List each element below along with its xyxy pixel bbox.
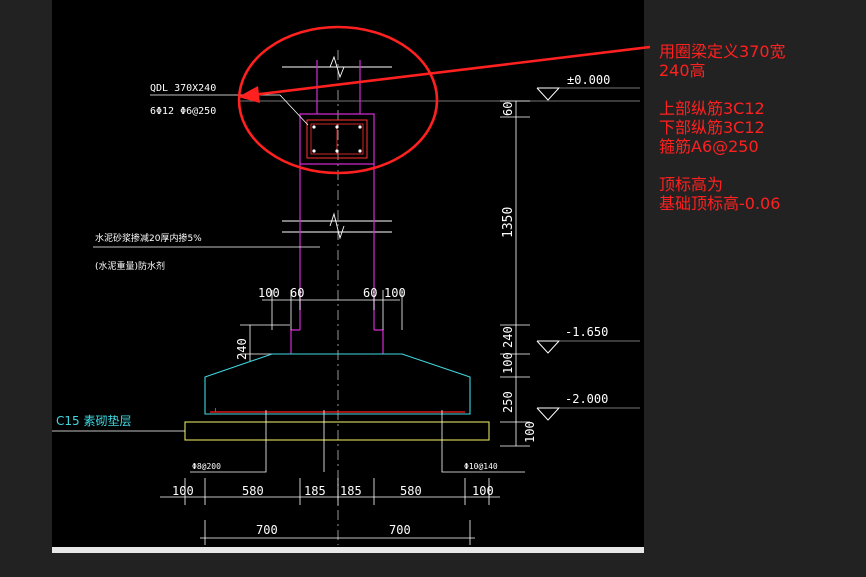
elevation-mid-label: -1.650 [565, 325, 608, 339]
annotation-line: 用圈梁定义370宽 [659, 42, 786, 61]
beam-tag: QDL 370X240 [150, 83, 216, 94]
dim-250-right: 250 [501, 391, 515, 413]
bottom-dim-1: 100 [172, 484, 194, 498]
highlight-ellipse [237, 25, 439, 175]
footing-outline [204, 353, 471, 415]
elevation-marker-bot [536, 407, 561, 421]
ring-beam [299, 113, 375, 165]
bottom-dim-5: 580 [400, 484, 422, 498]
dim-100-right-top: 100 [384, 286, 406, 300]
elevation-top-label: ±0.000 [567, 73, 610, 87]
drawing-canvas [52, 0, 644, 547]
bottom-dim-3: 185 [304, 484, 326, 498]
mortar-note: 水泥砂浆掺减20厚内掺5% [95, 232, 202, 244]
annotation-note: 用圈梁定义370宽 240高 上部纵筋3C12 下部纵筋3C12 箍筋A6@25… [659, 42, 859, 213]
break-line-top [282, 55, 392, 79]
bottom-dim-4: 185 [340, 484, 362, 498]
bottom-dimension-chain [160, 478, 500, 545]
dim-100-right: 100 [501, 352, 515, 374]
annotation-line: 240高 [659, 61, 706, 80]
annotation-line: 顶标高为 [659, 175, 724, 194]
dim-100-bottom-right: 100 [523, 421, 537, 443]
dim-60-left: 60 [290, 286, 304, 300]
cushion-label: C15 素砌垫层 [56, 413, 131, 428]
step-width-dims [262, 290, 403, 330]
right-dimension-chain [500, 100, 530, 447]
bottom-dim-2: 580 [242, 484, 264, 498]
dim-240-left: 240 [235, 338, 249, 360]
waterproof-note: (水泥重量)防水剂 [95, 260, 165, 272]
canvas-scrollbar[interactable] [52, 547, 644, 553]
annotation-arrow [238, 45, 651, 103]
annotation-line: 下部纵筋3C12 [659, 118, 765, 137]
elevation-marker-mid [536, 340, 561, 354]
wall-outline [290, 60, 384, 354]
elevation-bot-label: -2.000 [565, 392, 608, 406]
rebar-leaders [190, 410, 525, 473]
cushion-layer [184, 421, 490, 441]
half-dim-left: 700 [256, 523, 278, 537]
half-dim-right: 700 [389, 523, 411, 537]
dim-100-left: 100 [258, 286, 280, 300]
rebar-left-label: Φ8@200 [192, 462, 221, 471]
beam-rebar: 6Φ12 Φ6@250 [150, 106, 216, 117]
annotation-line: 基础顶标高-0.06 [659, 194, 781, 213]
bottom-dim-6: 100 [472, 484, 494, 498]
annotation-line: 箍筋A6@250 [659, 137, 759, 156]
annotation-line: 上部纵筋3C12 [659, 99, 765, 118]
elevation-lines [240, 87, 640, 409]
dim-60-top: 60 [501, 102, 515, 116]
dim-240-right: 240 [501, 326, 515, 348]
elevation-marker-top [536, 87, 561, 101]
break-line-mid [282, 212, 392, 240]
dim-1350: 1350 [501, 207, 516, 238]
rebar-right-label: Φ10@140 [464, 462, 498, 471]
dim-60-right: 60 [363, 286, 377, 300]
